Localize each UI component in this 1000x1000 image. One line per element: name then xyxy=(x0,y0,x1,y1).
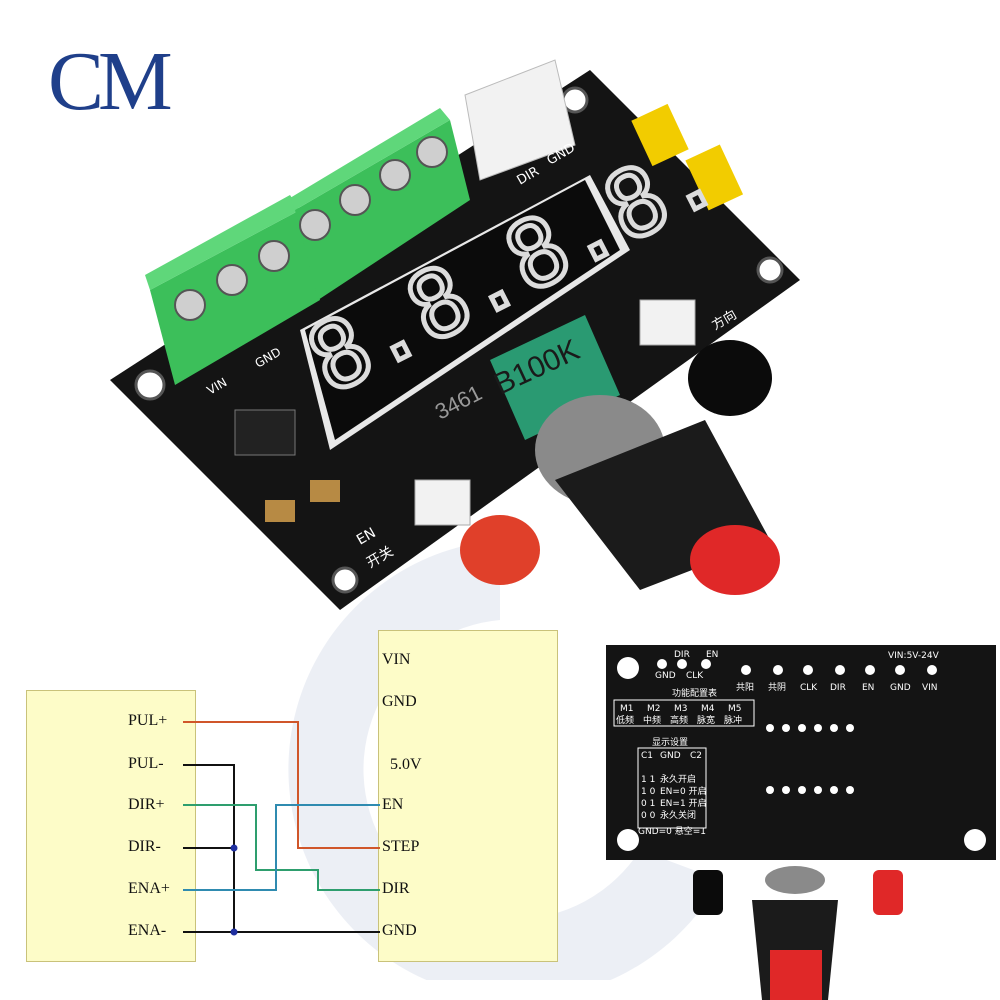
junction-dot xyxy=(230,928,238,936)
pin-label-2: 共阴 xyxy=(768,682,786,693)
wire-en xyxy=(183,804,380,891)
row-bits-2: 1 0 xyxy=(641,787,656,797)
mount-hole xyxy=(134,369,166,401)
label-dir: DIR xyxy=(382,880,410,897)
mount-hole xyxy=(964,829,986,851)
row-desc-4: 永久关闭 xyxy=(660,809,696,821)
mode-desc-3: 高频 xyxy=(670,714,688,726)
pin-label-7: VIN xyxy=(922,683,938,693)
c1-label: C1 xyxy=(641,751,653,761)
label-en: EN xyxy=(382,796,404,813)
back-dir: DIR xyxy=(674,650,690,660)
regulator-chip xyxy=(234,409,296,456)
board-back-photo: DIR EN GND CLK VIN:5V-24V 共阳 共阴 CLK DIR … xyxy=(606,645,996,1000)
mount-hole xyxy=(756,256,784,284)
row-desc-1: 永久开启 xyxy=(660,773,696,785)
brand-logo: CM xyxy=(48,35,173,128)
label-dir-minus: DIR- xyxy=(128,838,161,855)
label-pul-minus: PUL- xyxy=(128,755,164,772)
back-knob-red xyxy=(770,950,822,1000)
back-button-red xyxy=(873,870,903,915)
label-gnd: GND xyxy=(382,693,417,710)
label-dir-plus: DIR+ xyxy=(128,796,165,813)
driver-terminal-panel xyxy=(26,690,196,962)
mode-desc-4: 脉宽 xyxy=(697,714,715,726)
row-bits-4: 0 0 xyxy=(641,811,656,821)
back-vin-range: VIN:5V-24V xyxy=(888,651,940,661)
label-step: STEP xyxy=(382,838,420,855)
mode-3: M3 xyxy=(674,704,688,714)
jumper-2 xyxy=(685,144,744,211)
pin-label-3: CLK xyxy=(800,683,818,693)
mode-5: M5 xyxy=(728,704,742,714)
mount-hole xyxy=(331,566,359,594)
row-bits-1: 1 1 xyxy=(641,775,655,785)
button-red xyxy=(414,479,540,585)
knob-cap xyxy=(690,525,780,595)
white-connector xyxy=(464,59,576,181)
capacitor xyxy=(265,500,295,522)
back-button-black xyxy=(693,870,723,915)
mount-hole xyxy=(617,829,639,851)
label-5v: 5.0V xyxy=(390,756,422,773)
pin-label-6: GND xyxy=(890,683,911,693)
mode-4: M4 xyxy=(701,704,715,714)
junction-dot xyxy=(230,844,238,852)
gnd-label: GND xyxy=(660,751,681,761)
label-gnd-bottom: GND xyxy=(382,922,417,939)
pin-label-5: EN xyxy=(862,683,874,693)
pin-label-4: DIR xyxy=(830,683,846,693)
controller-terminal-panel xyxy=(378,630,558,962)
back-clk: CLK xyxy=(686,671,704,681)
pcb-back xyxy=(606,645,996,860)
mode-1: M1 xyxy=(620,704,634,714)
row-bits-3: 0 1 xyxy=(641,799,655,809)
jumper-1 xyxy=(631,103,689,167)
label-pul-plus: PUL+ xyxy=(128,712,168,729)
back-gnd: GND xyxy=(655,671,676,681)
c2-label: C2 xyxy=(690,751,702,761)
mount-hole xyxy=(617,657,639,679)
func-title: 功能配置表 xyxy=(672,687,717,699)
wire-dir xyxy=(183,804,380,891)
label-vin: VIN xyxy=(382,651,411,668)
mode-2: M2 xyxy=(647,704,661,714)
mode-desc-2: 中频 xyxy=(643,714,661,726)
display-title: 显示设置 xyxy=(652,737,688,748)
knob-shaft xyxy=(765,866,825,894)
button-black xyxy=(639,299,772,416)
capacitor xyxy=(310,480,340,502)
board-front-photo: 8.8.8.8. 3461 B100K EN 开关 DIR GND VIN GN… xyxy=(110,59,800,610)
mode-desc-1: 低频 xyxy=(616,714,634,726)
potentiometer: B100K xyxy=(489,315,780,595)
terminal-block-left xyxy=(145,195,320,385)
pin-label-1: 共阳 xyxy=(736,682,754,693)
wire-pul-step xyxy=(183,721,380,849)
footnote: GND=0 悬空=1 xyxy=(638,825,706,837)
row-desc-3: EN=1 开启 xyxy=(660,797,707,809)
row-desc-2: EN=0 开启 xyxy=(660,785,707,797)
back-en: EN xyxy=(706,650,718,660)
label-ena-plus: ENA+ xyxy=(128,880,170,897)
terminal-block-right xyxy=(290,108,470,300)
mode-desc-5: 脉冲 xyxy=(724,714,742,726)
label-ena-minus: ENA- xyxy=(128,922,167,939)
wiring-diagram xyxy=(183,721,380,936)
